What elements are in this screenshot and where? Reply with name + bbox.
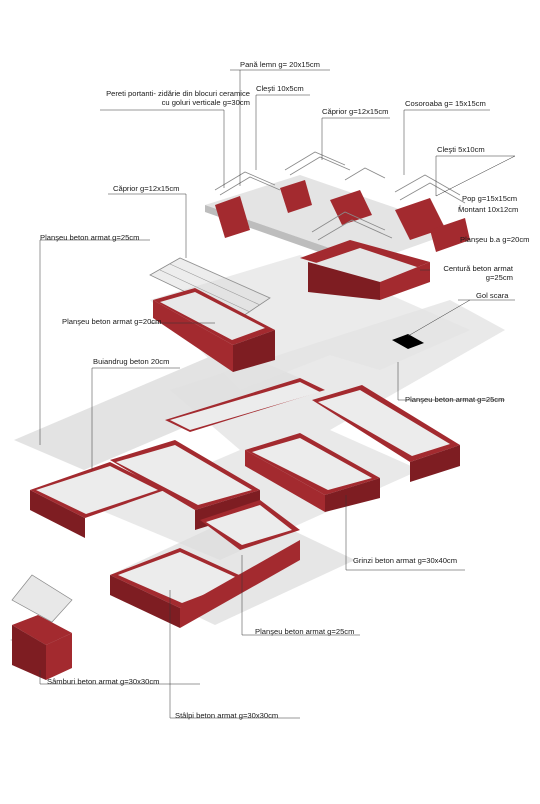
- label-stalpi: Stâlpi beton armat g=30x30cm: [175, 711, 279, 720]
- ground-floor-ring: [165, 378, 460, 512]
- label-buiandrug: Buiandrug beton 20cm: [93, 357, 170, 366]
- label-plansee-25-bottom: Planşeu beton armat g=25cm: [255, 627, 355, 636]
- label-plansee-20-mid: Planşeu beton armat g=20cm: [62, 317, 162, 326]
- roof-level-block: [205, 151, 470, 300]
- ground-floor-lower-wing: [30, 440, 300, 628]
- label-carprior-left: Căprior g=12x15cm: [113, 184, 180, 193]
- label-samburi: Sâmburi beton armat g=30x30cm: [47, 677, 160, 686]
- leader-lines: [39, 69, 516, 719]
- label-cleti-10x5: Cleşti 10x5cm: [256, 84, 304, 93]
- label-plansee-25-right: Planşeu beton armat g=25cm: [405, 395, 505, 404]
- small-pavilion-block: [11, 574, 73, 680]
- label-pana-lemn: Pană lemn g= 20x15cm: [240, 60, 320, 69]
- left-first-floor-block: [149, 257, 275, 372]
- label-pop: Pop g=15x15cm: [462, 194, 518, 203]
- stair-void: [392, 334, 424, 349]
- label-carprior-top: Căprior g=12x15cm: [322, 107, 389, 116]
- label-cleti-5x10: Cleşti 5x10cm: [437, 145, 485, 154]
- label-montant: Montant 10x12cm: [458, 205, 519, 214]
- label-gol-scara: Gol scara: [476, 291, 509, 300]
- label-cosoroaba: Cosoroaba g= 15x15cm: [405, 99, 486, 108]
- label-pereti-portanti: Pereti portanti- zidărie din blocuri cer…: [106, 89, 250, 107]
- label-centura: Centură beton armat g=25cm: [443, 264, 513, 282]
- label-grinzi: Grinzi beton armat g=30x40cm: [353, 556, 458, 565]
- label-plansee-ba-20: Planşeu b.a g=20cm: [460, 235, 530, 244]
- label-plansee-25-left: Planşeu beton armat g=25cm: [40, 233, 140, 242]
